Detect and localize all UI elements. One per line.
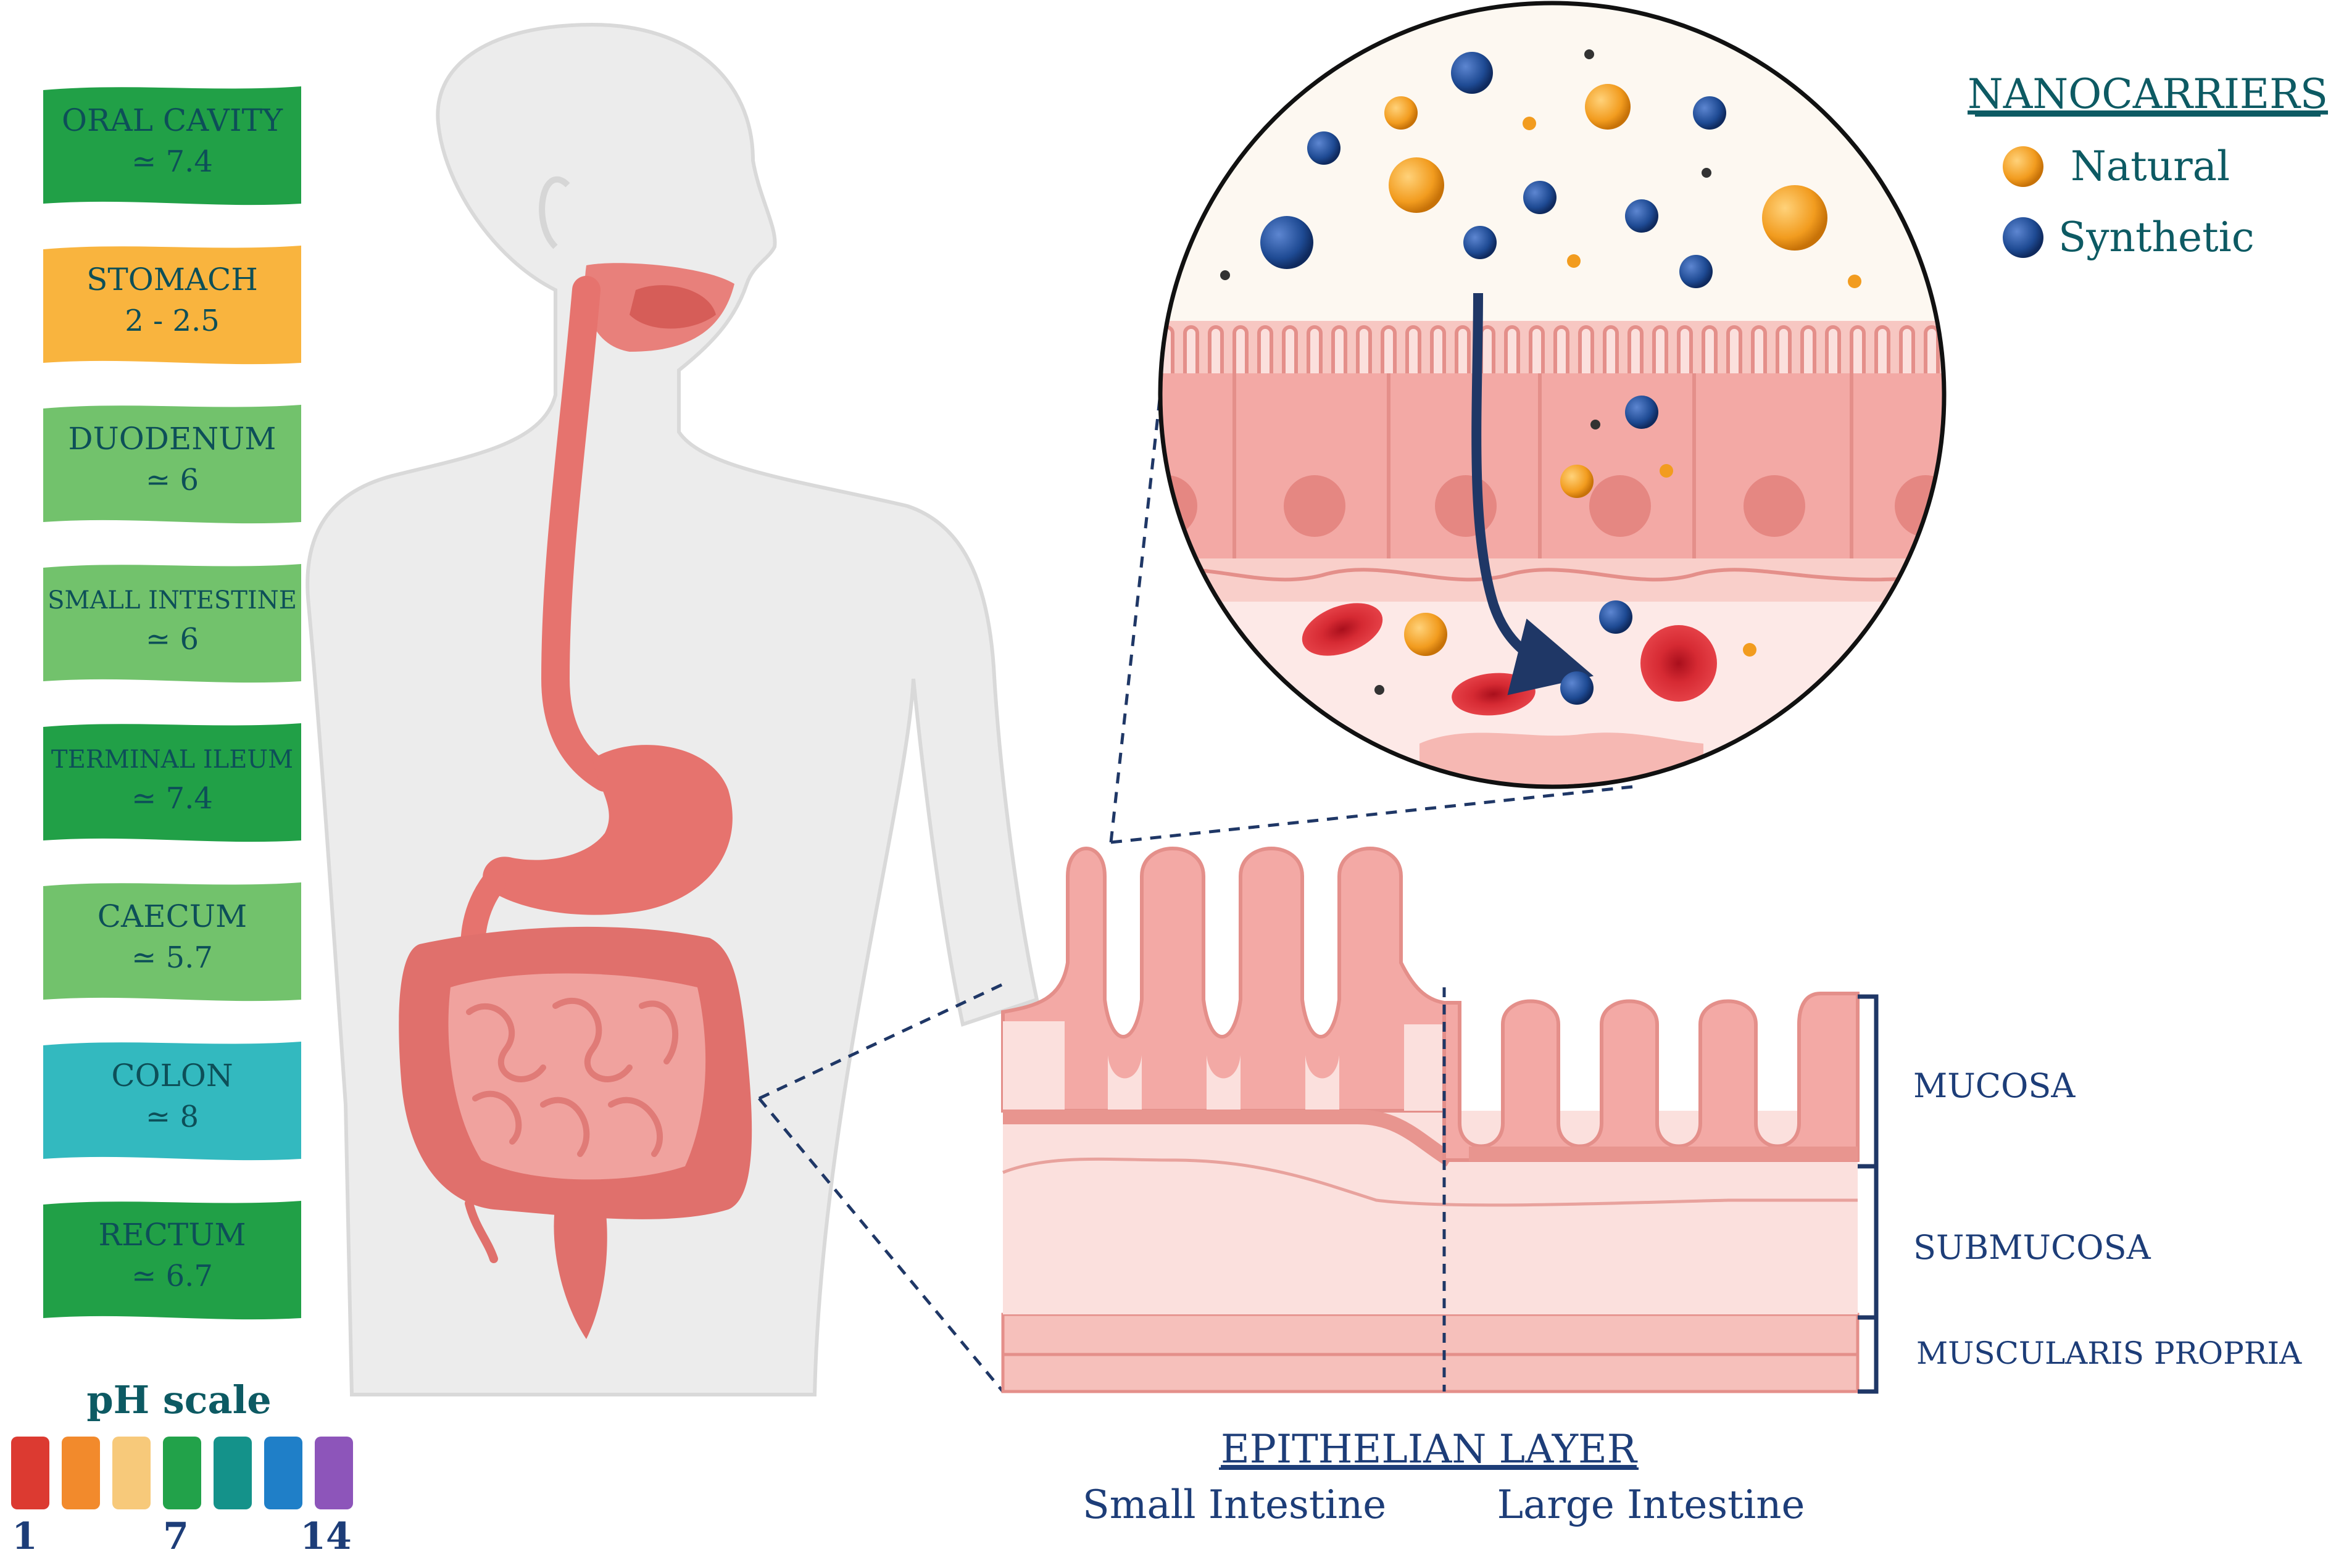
ph-region-small-intestine: SMALL INTESTINE ≃ 6 <box>43 564 301 683</box>
ph-region-caecum: CAECUM ≃ 5.7 <box>43 882 301 1002</box>
ph-region-name: ORAL CAVITY <box>62 102 283 138</box>
enterocyte-layer <box>1160 373 1944 562</box>
large-intestine-caption: Large Intestine <box>1497 1482 1805 1528</box>
natural-swatch <box>2003 146 2043 187</box>
red-blood-cells <box>1302 603 1717 716</box>
ph-scale-segment <box>163 1437 201 1509</box>
submucosa-bracket <box>1858 1164 1879 1320</box>
ph-region-name: RECTUM <box>98 1217 246 1253</box>
muscularis-propria-label: MUSCULARIS PROPRIA <box>1916 1335 2302 1371</box>
mucosa-label: MUCOSA <box>1913 1066 2076 1105</box>
ph-scale-segment <box>11 1437 49 1509</box>
ph-scale-segment <box>264 1437 302 1509</box>
capillary-wall <box>1160 568 1944 582</box>
epithelial-title: EPITHELIAN LAYER <box>1221 1427 1638 1472</box>
ph-region-value: ≃ 7.4 <box>131 144 213 179</box>
ph-region-value: ≃ 5.7 <box>131 940 213 975</box>
muscularis-mucosae-small <box>1003 1110 1455 1167</box>
ph-scale-bars <box>11 1437 353 1509</box>
legend-synthetic-label: Synthetic <box>2058 214 2255 261</box>
ph-scale: pH scale 1 7 14 <box>11 1377 353 1558</box>
ph-region-ribbon <box>43 86 301 205</box>
ph-scale-title: pH scale <box>86 1377 271 1422</box>
ph-region-name: SMALL INTESTINE <box>48 586 297 615</box>
ph-region-stomach: STOMACH 2 - 2.5 <box>43 246 301 365</box>
ph-scale-segment <box>62 1437 100 1509</box>
epithelial-caption: EPITHELIAN LAYER Small Intestine Large I… <box>1083 1427 1805 1528</box>
ph-region-value: ≃ 8 <box>146 1100 199 1134</box>
legend-natural-label: Natural <box>2071 143 2230 190</box>
layer-brackets <box>1858 994 1879 1394</box>
nanocarrier-particles <box>1220 49 1861 705</box>
stomach <box>483 745 733 915</box>
ph-region-name: DUODENUM <box>69 421 276 457</box>
ph-region-ribbon <box>43 564 301 683</box>
ph-tick-1: 1 <box>12 1515 38 1558</box>
layer-labels: MUCOSA SUBMUCOSA MUSCULARIS PROPRIA <box>1913 1066 2302 1371</box>
ph-region-ribbon <box>43 405 301 524</box>
esophagus <box>541 276 619 792</box>
small-intestine-caption: Small Intestine <box>1083 1482 1386 1528</box>
large-intestine-mucosa <box>1442 992 1860 1162</box>
ph-region-value: ≃ 6 <box>146 622 199 657</box>
small-intestine-mucosa <box>1001 847 1446 1113</box>
zoom-lines <box>758 382 1633 1393</box>
magnifier-outline <box>1158 1 1947 789</box>
cell-borders <box>1232 373 1853 558</box>
ph-tick-14: 14 <box>300 1515 352 1558</box>
intestine-coils <box>466 998 678 1157</box>
ph-region-name: CAECUM <box>98 898 247 934</box>
tongue <box>630 285 716 329</box>
ph-region-ribbon <box>43 723 301 842</box>
ph-scale-segment <box>214 1437 252 1509</box>
magnified-epithelium <box>1158 1 1947 789</box>
ph-region-ribbon <box>43 246 301 365</box>
ph-region-terminal-ileum: TERMINAL ILEUM ≃ 7.4 <box>43 723 301 842</box>
ph-tick-7: 7 <box>163 1515 189 1558</box>
submucosa-label: SUBMUCOSA <box>1913 1228 2151 1267</box>
ph-region-value: 2 - 2.5 <box>125 304 220 338</box>
ear-icon <box>539 176 570 249</box>
muscularis-bracket <box>1858 1315 1879 1394</box>
synthetic-swatch <box>2003 217 2043 258</box>
ph-region-ribbon <box>43 1042 301 1161</box>
legend-title: NANOCARRIERS <box>1968 70 2328 118</box>
gi-tract <box>399 263 752 1339</box>
ph-scale-segment <box>315 1437 353 1509</box>
ph-region-value: ≃ 6 <box>146 463 199 497</box>
mucosa-bracket <box>1858 994 1879 1169</box>
ph-scale-segment <box>112 1437 151 1509</box>
ph-region-value: ≃ 6.7 <box>131 1259 213 1293</box>
ph-region-oral-cavity: ORAL CAVITY ≃ 7.4 <box>43 86 301 205</box>
ph-region-name: COLON <box>111 1058 233 1093</box>
ph-region-rectum: RECTUM ≃ 6.7 <box>43 1201 301 1320</box>
ph-region-duodenum: DUODENUM ≃ 6 <box>43 405 301 524</box>
transport-arrow <box>1471 292 1594 695</box>
ph-region-name: TERMINAL ILEUM <box>51 745 293 774</box>
ph-region-ribbon <box>43 1201 301 1320</box>
ph-region-value: ≃ 7.4 <box>131 781 213 816</box>
ph-region-name: STOMACH <box>86 262 258 297</box>
ph-region-colon: COLON ≃ 8 <box>43 1042 301 1161</box>
ph-region-ribbon <box>43 882 301 1002</box>
intestinal-wall-section <box>1001 847 1860 1393</box>
rectum <box>554 1203 607 1339</box>
appendix <box>465 1199 498 1263</box>
nanocarrier-legend: NANOCARRIERS Natural Synthetic <box>1968 70 2328 261</box>
